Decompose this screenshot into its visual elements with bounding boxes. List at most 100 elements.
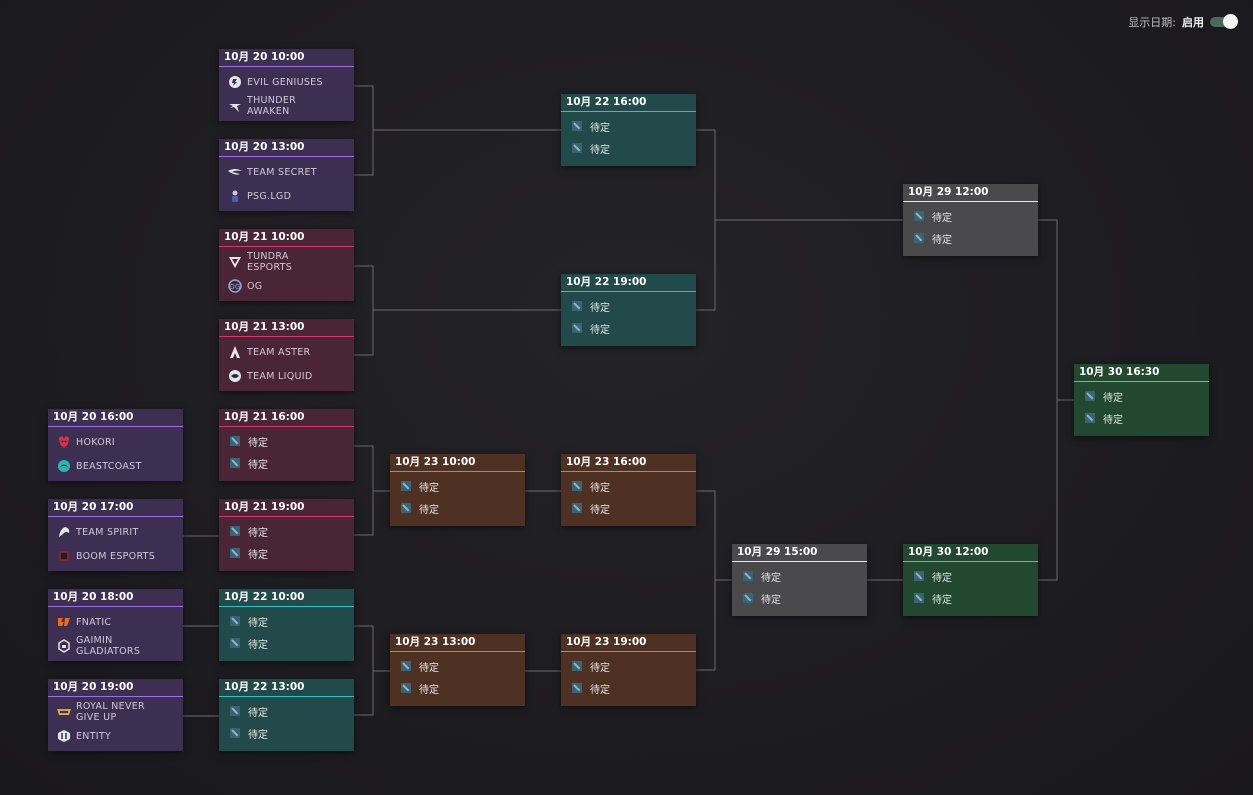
tbd-slot[interactable]: 待定: [1074, 407, 1209, 429]
match-card[interactable]: 10月 23 10:00 待定 待定: [390, 454, 525, 526]
tbd-slot[interactable]: 待定: [390, 677, 525, 699]
tbd-label: 待定: [419, 504, 439, 516]
match-card[interactable]: 10月 21 16:00 待定 待定: [219, 409, 354, 481]
tbd-label: 待定: [932, 234, 952, 246]
tbd-slot[interactable]: 待定: [561, 115, 696, 137]
tbd-label: 待定: [590, 144, 610, 156]
tbd-label: 待定: [248, 527, 268, 539]
match-time: 10月 23 13:00: [390, 634, 525, 652]
tbd-label: 待定: [1103, 414, 1123, 426]
tbd-slot[interactable]: 待定: [732, 587, 867, 609]
tbd-slot[interactable]: 待定: [561, 317, 696, 339]
match-card[interactable]: 10月 20 18:00 FNATIC GAIMIN GLADIATORS: [48, 589, 183, 661]
tbd-slot[interactable]: 待定: [219, 430, 354, 452]
placeholder-logo-icon: [230, 638, 240, 648]
tbd-slot[interactable]: 待定: [561, 655, 696, 677]
team-row[interactable]: TEAM ASTER: [219, 340, 354, 364]
team-row[interactable]: ROYAL NEVER GIVE UP: [48, 700, 183, 724]
tbd-slot[interactable]: 待定: [219, 542, 354, 564]
team-row[interactable]: TEAM SECRET: [219, 160, 354, 184]
match-time: 10月 22 16:00: [561, 94, 696, 112]
tbd-slot[interactable]: 待定: [219, 700, 354, 722]
match-card[interactable]: 10月 23 13:00 待定 待定: [390, 634, 525, 706]
team-row[interactable]: BEASTCOAST: [48, 454, 183, 478]
team-row[interactable]: GAIMIN GLADIATORS: [48, 634, 183, 658]
tbd-slot[interactable]: 待定: [219, 610, 354, 632]
tbd-label: 待定: [419, 684, 439, 696]
placeholder-logo-icon: [572, 143, 582, 153]
match-card[interactable]: 10月 20 10:00 EVIL GENIUSES THUNDER AWAKE…: [219, 49, 354, 121]
team-name: EVIL GENIUSES: [247, 76, 323, 88]
tbd-label: 待定: [761, 594, 781, 606]
tbd-slot[interactable]: 待定: [903, 565, 1038, 587]
match-card[interactable]: 10月 30 12:00 待定 待定: [903, 544, 1038, 616]
match-time: 10月 29 15:00: [732, 544, 867, 562]
match-card[interactable]: 10月 29 12:00 待定 待定: [903, 184, 1038, 256]
tbd-slot[interactable]: 待定: [219, 632, 354, 654]
tbd-slot[interactable]: 待定: [390, 475, 525, 497]
placeholder-logo-icon: [743, 571, 753, 581]
tbd-slot[interactable]: 待定: [219, 452, 354, 474]
match-card[interactable]: 10月 22 19:00 待定 待定: [561, 274, 696, 346]
tbd-slot[interactable]: 待定: [561, 137, 696, 159]
show-date-state: 启用: [1182, 16, 1204, 29]
match-card[interactable]: 10月 21 10:00 TUNDRA ESPORTS OG OG: [219, 229, 354, 301]
psg-lgd-logo-icon: [227, 189, 242, 204]
toggle-knob[interactable]: [1223, 14, 1238, 29]
team-row[interactable]: OG OG: [219, 274, 354, 298]
boom-esports-logo-icon: [56, 549, 71, 564]
placeholder-logo-icon: [230, 706, 240, 716]
match-card[interactable]: 10月 20 13:00 TEAM SECRET PSG.LGD: [219, 139, 354, 211]
tbd-slot[interactable]: 待定: [732, 565, 867, 587]
team-row[interactable]: PSG.LGD: [219, 184, 354, 208]
tbd-slot[interactable]: 待定: [561, 497, 696, 519]
team-row[interactable]: FNATIC: [48, 610, 183, 634]
team-row[interactable]: TEAM SPIRIT: [48, 520, 183, 544]
tbd-slot[interactable]: 待定: [390, 655, 525, 677]
tbd-slot[interactable]: 待定: [219, 520, 354, 542]
match-card[interactable]: 10月 20 19:00 ROYAL NEVER GIVE UP ENTITY: [48, 679, 183, 751]
tbd-slot[interactable]: 待定: [903, 205, 1038, 227]
match-card[interactable]: 10月 20 16:00 HOKORI BEASTCOAST: [48, 409, 183, 481]
team-row[interactable]: TUNDRA ESPORTS: [219, 250, 354, 274]
team-row[interactable]: TEAM LIQUID: [219, 364, 354, 388]
beastcoast-logo-icon: [56, 459, 71, 474]
match-card[interactable]: 10月 29 15:00 待定 待定: [732, 544, 867, 616]
team-row[interactable]: HOKORI: [48, 430, 183, 454]
match-time: 10月 20 18:00: [48, 589, 183, 607]
tbd-slot[interactable]: 待定: [903, 227, 1038, 249]
tbd-label: 待定: [590, 684, 610, 696]
placeholder-logo-icon: [572, 121, 582, 131]
team-row[interactable]: ENTITY: [48, 724, 183, 748]
show-date-toggle[interactable]: [1210, 14, 1238, 29]
match-card[interactable]: 10月 30 16:30 待定 待定: [1074, 364, 1209, 436]
match-card[interactable]: 10月 21 19:00 待定 待定: [219, 499, 354, 571]
hokori-logo-icon: [56, 435, 71, 450]
placeholder-logo-icon: [572, 661, 582, 671]
match-card[interactable]: 10月 20 17:00 TEAM SPIRIT BOOM ESPORTS: [48, 499, 183, 571]
tbd-slot[interactable]: 待定: [219, 722, 354, 744]
placeholder-logo-icon: [230, 436, 240, 446]
team-row[interactable]: BOOM ESPORTS: [48, 544, 183, 568]
tbd-slot[interactable]: 待定: [561, 677, 696, 699]
match-card[interactable]: 10月 23 16:00 待定 待定: [561, 454, 696, 526]
tbd-label: 待定: [761, 572, 781, 584]
match-card[interactable]: 10月 23 19:00 待定 待定: [561, 634, 696, 706]
match-time: 10月 21 13:00: [219, 319, 354, 337]
match-time: 10月 29 12:00: [903, 184, 1038, 202]
show-date-setting: 显示日期: 启用: [1128, 14, 1238, 30]
match-card[interactable]: 10月 22 13:00 待定 待定: [219, 679, 354, 751]
team-row[interactable]: THUNDER AWAKEN: [219, 94, 354, 118]
match-card[interactable]: 10月 22 10:00 待定 待定: [219, 589, 354, 661]
tbd-slot[interactable]: 待定: [390, 497, 525, 519]
tbd-slot[interactable]: 待定: [903, 587, 1038, 609]
tbd-slot[interactable]: 待定: [561, 475, 696, 497]
team-row[interactable]: EVIL GENIUSES: [219, 70, 354, 94]
tbd-label: 待定: [248, 639, 268, 651]
tbd-slot[interactable]: 待定: [561, 295, 696, 317]
match-card[interactable]: 10月 22 16:00 待定 待定: [561, 94, 696, 166]
svg-text:OG: OG: [229, 283, 241, 291]
match-card[interactable]: 10月 21 13:00 TEAM ASTER TEAM LIQUID: [219, 319, 354, 391]
tbd-slot[interactable]: 待定: [1074, 385, 1209, 407]
